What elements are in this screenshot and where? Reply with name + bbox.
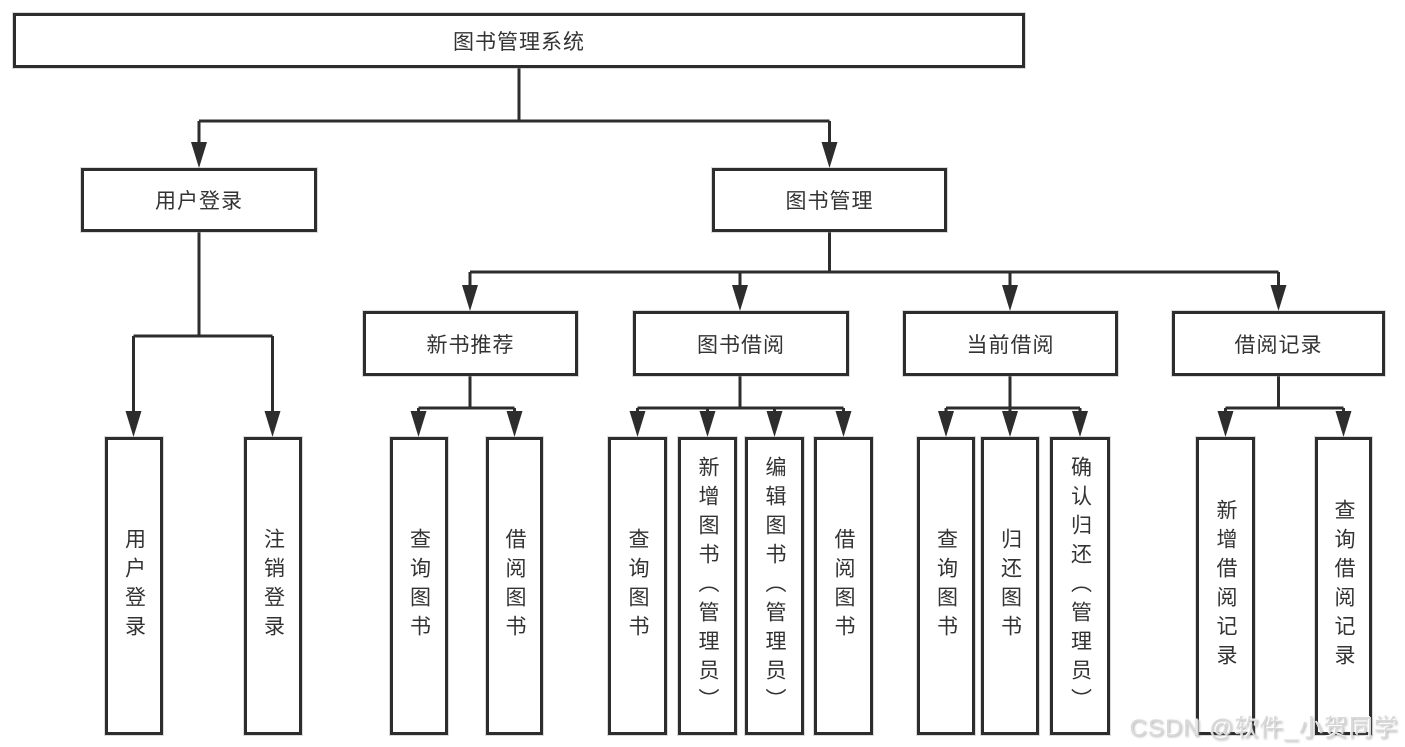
leaf-box-borrowing-borrow-books: 借阅图书 [814,437,873,735]
node-label-new-book-recommend: 新书推荐 [426,333,515,357]
leaf-label-user-login: 用户登录 [122,528,146,644]
node-box-book-management: 图书管理 [712,168,947,232]
leaf-label-borrowing-edit-books-admin: 编辑图书（管理员） [763,455,786,717]
arrowhead-icon [821,142,838,168]
arrowhead-icon [938,411,954,437]
node-label-root: 图书管理系统 [453,30,585,54]
node-box-user-login: 用户登录 [81,168,317,232]
arrowhead-icon [629,411,646,437]
arrowhead-icon [1335,411,1352,437]
arrowhead-icon [191,142,207,168]
arrowhead-icon [766,411,783,437]
node-box-borrowing-records: 借阅记录 [1172,311,1385,376]
leaf-box-recommend-query-books: 查询图书 [390,437,448,735]
leaf-label-records-add-record: 新增借阅记录 [1214,499,1237,673]
node-label-book-management: 图书管理 [785,190,874,213]
arrowhead-icon [1002,285,1018,311]
arrowhead-icon [1072,411,1088,437]
leaf-label-current-return-books: 归还图书 [998,528,1022,644]
node-box-root: 图书管理系统 [13,13,1025,68]
leaf-box-logout: 注销登录 [244,437,302,735]
leaf-box-records-query-record: 查询借阅记录 [1315,437,1372,735]
arrowhead-icon [462,285,478,311]
leaf-label-records-query-record: 查询借阅记录 [1332,499,1355,673]
node-label-book-borrowing: 图书借阅 [697,333,785,357]
leaf-box-records-add-record: 新增借阅记录 [1196,437,1255,735]
arrowhead-icon [1002,411,1018,437]
arrowhead-icon [506,411,523,437]
node-label-current-borrowing: 当前借阅 [966,333,1055,357]
leaf-box-user-login: 用户登录 [105,437,163,735]
leaf-box-borrowing-edit-books-admin: 编辑图书（管理员） [745,437,804,735]
leaf-label-recommend-query-books: 查询图书 [407,528,431,644]
leaf-label-current-confirm-return-admin: 确认归还（管理员） [1068,455,1092,717]
node-label-user-login: 用户登录 [155,190,243,213]
node-box-current-borrowing: 当前借阅 [903,311,1118,376]
leaf-box-borrowing-query-books: 查询图书 [608,437,667,735]
leaf-box-recommend-borrow-books: 借阅图书 [486,437,543,735]
arrowhead-icon [732,285,748,311]
leaf-box-current-return-books: 归还图书 [981,437,1039,735]
node-box-new-book-recommend: 新书推荐 [363,311,578,376]
arrowhead-icon [699,411,716,437]
leaf-label-borrowing-query-books: 查询图书 [626,528,649,644]
arrowhead-icon [1270,285,1287,311]
arrowhead-icon [125,411,142,437]
node-box-book-borrowing: 图书借阅 [633,311,849,376]
leaf-label-current-query-books: 查询图书 [934,528,958,644]
leaf-label-borrowing-add-books-admin: 新增图书（管理员） [696,455,719,717]
leaf-label-borrowing-borrow-books: 借阅图书 [832,528,855,644]
leaf-label-logout: 注销登录 [261,528,285,644]
arrowhead-icon [264,411,281,437]
leaf-box-current-query-books: 查询图书 [917,437,975,735]
node-label-borrowing-records: 借阅记录 [1234,333,1323,357]
arrowhead-icon [835,411,852,437]
arrowhead-icon [410,411,427,437]
leaf-box-borrowing-add-books-admin: 新增图书（管理员） [678,437,737,735]
leaf-box-current-confirm-return-admin: 确认归还（管理员） [1050,437,1110,735]
csdn-watermark: CSDN @软件_小贺同学 [1129,715,1399,742]
leaf-label-recommend-borrow-books: 借阅图书 [503,528,526,644]
arrowhead-icon [1217,411,1234,437]
